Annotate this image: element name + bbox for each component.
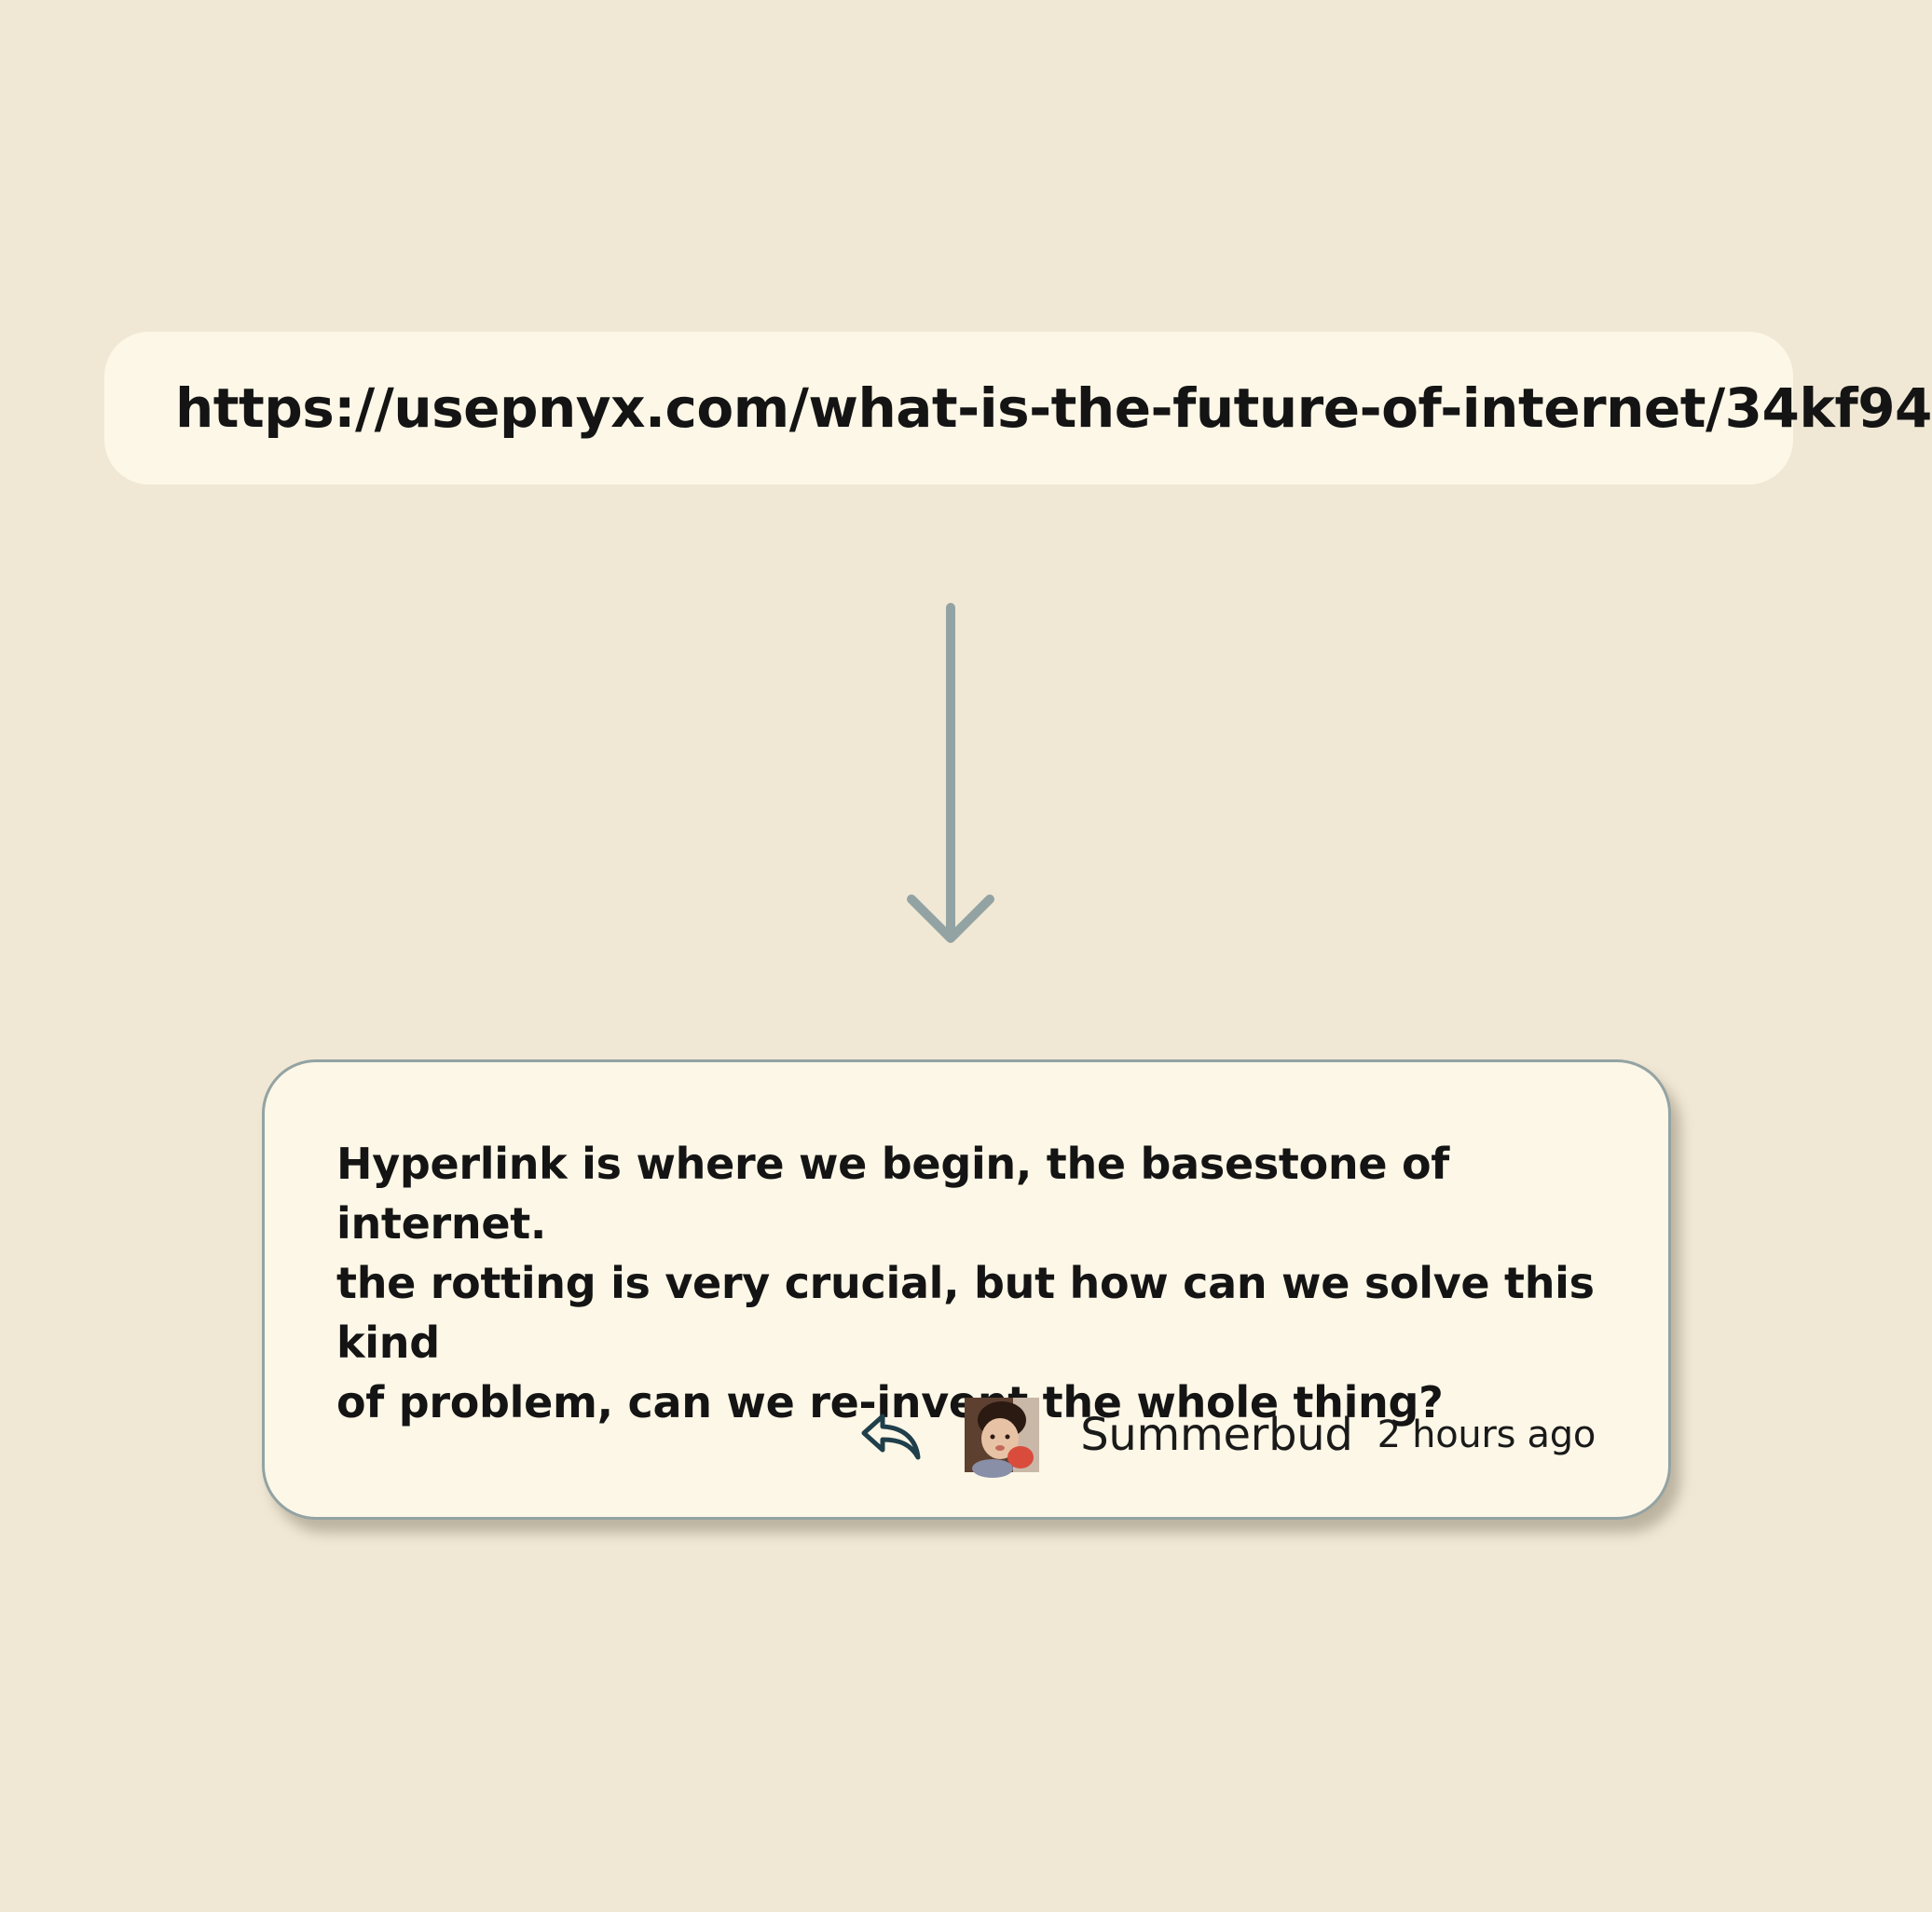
comment-line: of problem, can we re-invent the whole t… xyxy=(336,1377,1444,1427)
comment-line: the rotting is very crucial, but how can… xyxy=(336,1258,1595,1368)
down-arrow-icon xyxy=(907,603,994,943)
url-text[interactable]: https://usepnyx.com/what-is-the-future-o… xyxy=(175,376,1932,440)
comment-footer: Summerbud 2 hours ago xyxy=(858,1398,1596,1478)
comment-body: Hyperlink is where we begin, the basesto… xyxy=(336,1134,1623,1432)
author-name[interactable]: Summerbud xyxy=(1080,1409,1353,1461)
avatar[interactable] xyxy=(965,1398,1040,1478)
comment-card: Hyperlink is where we begin, the basesto… xyxy=(262,1059,1671,1520)
reply-icon[interactable] xyxy=(858,1409,924,1461)
timestamp: 2 hours ago xyxy=(1377,1414,1596,1456)
url-bar[interactable]: https://usepnyx.com/what-is-the-future-o… xyxy=(104,332,1932,485)
comment-line: Hyperlink is where we begin, the basesto… xyxy=(336,1139,1450,1249)
